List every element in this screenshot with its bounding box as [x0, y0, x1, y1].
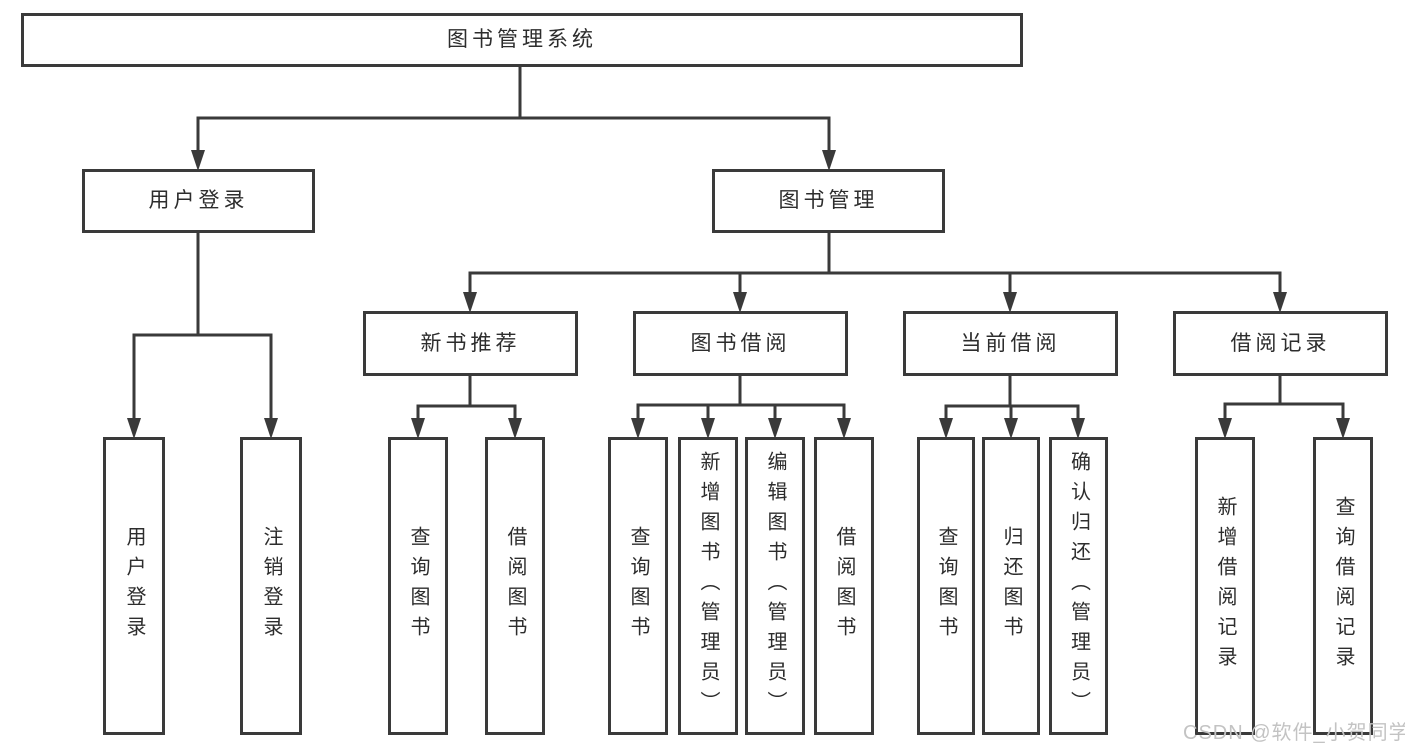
arrow-down-icon — [939, 418, 953, 439]
leaf-query-books-current: 查询图书 — [917, 437, 975, 735]
node-new-book-recommend-label: 新书推荐 — [420, 331, 521, 355]
leaf-edit-book-admin: 编辑图书（管理员） — [745, 437, 805, 735]
leaf-borrow-books-recommend: 借阅图书 — [485, 437, 545, 735]
node-borrow-records-label: 借阅记录 — [1230, 331, 1331, 355]
csdn-watermark: CSDN @软件_小贺同学 — [1183, 722, 1405, 744]
arrow-down-icon — [1336, 418, 1350, 439]
leaf-query-books-borrow-label: 查询图书 — [627, 526, 649, 646]
leaf-add-book-admin-label: 新增图书（管理员） — [697, 451, 719, 721]
node-book-management-label: 图书管理 — [778, 189, 879, 213]
arrow-down-icon — [411, 418, 425, 439]
connector-new-book-rec-to-leaves — [411, 374, 522, 439]
arrow-down-icon — [1004, 418, 1018, 439]
node-user-login: 用户登录 — [82, 169, 315, 233]
arrow-down-icon — [701, 418, 715, 439]
arrow-down-icon — [127, 418, 141, 439]
connector-current-borrow-to-leaves — [939, 374, 1085, 439]
arrow-down-icon — [264, 418, 278, 439]
leaf-edit-book-admin-label: 编辑图书（管理员） — [764, 451, 786, 721]
connector-borrow-record-to-leaves — [1218, 374, 1350, 439]
connector-user-login-to-leaves — [127, 231, 278, 439]
arrow-down-icon — [1273, 292, 1287, 313]
arrow-down-icon — [733, 292, 747, 313]
node-root-label: 图书管理系统 — [447, 28, 597, 52]
node-current-borrow: 当前借阅 — [903, 311, 1118, 376]
leaf-add-book-admin: 新增图书（管理员） — [678, 437, 738, 735]
arrow-down-icon — [508, 418, 522, 439]
leaf-user-login: 用户登录 — [103, 437, 165, 735]
leaf-logout-label: 注销登录 — [260, 526, 282, 646]
leaf-confirm-return-admin: 确认归还（管理员） — [1049, 437, 1108, 735]
leaf-query-books-recommend: 查询图书 — [388, 437, 448, 735]
connector-book-mgmt-to-level3 — [463, 231, 1287, 313]
leaf-borrow-books: 借阅图书 — [814, 437, 874, 735]
node-borrow-records: 借阅记录 — [1173, 311, 1388, 376]
arrow-down-icon — [631, 418, 645, 439]
leaf-query-borrow-record: 查询借阅记录 — [1313, 437, 1373, 735]
arrow-down-icon — [1071, 418, 1085, 439]
node-book-management: 图书管理 — [712, 169, 945, 233]
leaf-confirm-return-admin-label: 确认归还（管理员） — [1067, 451, 1090, 721]
connector-root-to-level2 — [191, 65, 836, 171]
leaf-return-books: 归还图书 — [982, 437, 1040, 735]
leaf-logout: 注销登录 — [240, 437, 302, 735]
node-current-borrow-label: 当前借阅 — [960, 331, 1061, 355]
leaf-user-login-label: 用户登录 — [123, 526, 145, 646]
arrow-down-icon — [463, 292, 477, 313]
node-user-login-label: 用户登录 — [148, 189, 249, 213]
leaf-add-borrow-record: 新增借阅记录 — [1195, 437, 1255, 735]
arrow-down-icon — [768, 418, 782, 439]
node-book-borrow-label: 图书借阅 — [690, 331, 791, 355]
connector-book-borrow-to-leaves — [631, 374, 851, 439]
leaf-add-borrow-record-label: 新增借阅记录 — [1214, 496, 1236, 676]
arrow-down-icon — [1003, 292, 1017, 313]
arrow-down-icon — [837, 418, 851, 439]
leaf-borrow-books-recommend-label: 借阅图书 — [504, 526, 526, 646]
arrow-down-icon — [822, 150, 836, 171]
leaf-query-books-current-label: 查询图书 — [935, 526, 957, 646]
leaf-query-books-recommend-label: 查询图书 — [407, 526, 429, 646]
node-book-borrow: 图书借阅 — [633, 311, 848, 376]
arrow-down-icon — [191, 150, 205, 171]
leaf-query-borrow-record-label: 查询借阅记录 — [1332, 496, 1354, 676]
leaf-query-books-borrow: 查询图书 — [608, 437, 668, 735]
node-root: 图书管理系统 — [21, 13, 1023, 67]
leaf-borrow-books-label: 借阅图书 — [833, 526, 855, 646]
leaf-return-books-label: 归还图书 — [1000, 526, 1022, 646]
node-new-book-recommend: 新书推荐 — [363, 311, 578, 376]
arrow-down-icon — [1218, 418, 1232, 439]
